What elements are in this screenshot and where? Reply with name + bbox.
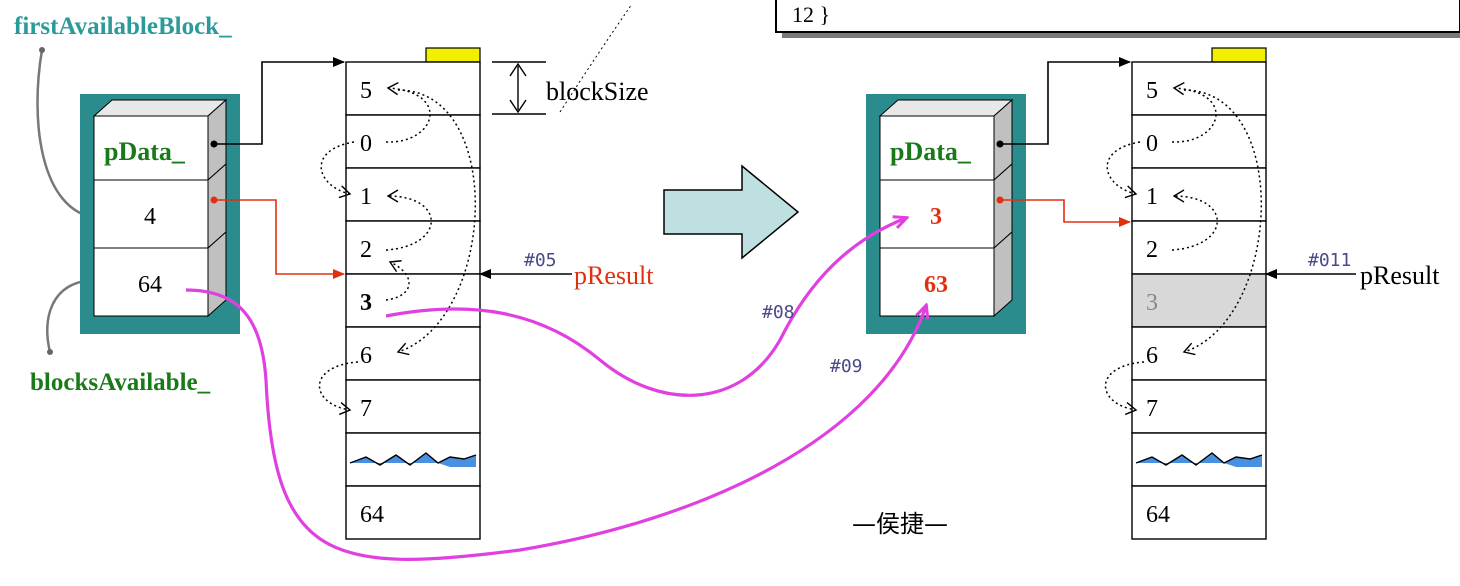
left-block-5 [345,326,481,381]
magenta-arrow-block3-to-first [385,218,906,397]
left-presult-label: pResult [574,261,654,290]
left-block-label-1: 0 [360,131,372,157]
right-block-label-4: 3 [1146,290,1158,316]
left-blocks-available-value: 64 [138,272,162,298]
left-link-0 [385,82,431,143]
left-link-3 [318,361,359,416]
left-block-label-0: 5 [360,78,372,104]
right-block-4 [1131,273,1267,328]
code-leader-line [559,3,633,113]
right-link-0 [1171,82,1217,143]
right-data-sample-line [1135,452,1263,466]
right-link-3 [1104,361,1145,416]
right-link-1 [1106,141,1141,199]
left-link-1 [320,141,355,199]
left-block-label-5: 6 [360,343,372,369]
step-09-label: #09 [830,356,863,377]
transition-arrow [663,164,800,260]
right-chunk-struct [866,94,1026,334]
first-available-leader [36,47,97,220]
right-pdata-label: pData_ [890,137,972,166]
right-block-8 [1131,485,1267,540]
magenta-arrow-count-to-available [185,288,926,561]
left-pdata-label: pData_ [104,137,186,166]
right-block-label-1: 0 [1146,131,1158,157]
right-block-label-6: 7 [1146,396,1158,422]
left-block-0 [345,61,481,116]
right-block-label-0: 5 [1146,78,1158,104]
left-block-column: 5 0 1 2 3 6 7 64 [345,47,481,540]
right-block-column: 5 0 1 2 3 6 7 64 [1131,47,1267,540]
left-yellow-tab [425,47,481,63]
right-step-011-label: #011 [1308,250,1351,271]
right-free-list-links [1104,82,1262,416]
left-block-label-4: 3 [360,290,372,316]
right-block-label-8: 64 [1146,502,1170,528]
step-08-label: #08 [762,302,795,323]
right-blocks-available-value: 63 [924,272,948,298]
right-block-label-3: 2 [1146,237,1158,263]
left-block-label-2: 1 [360,184,372,210]
right-block-0 [1131,61,1267,116]
left-first-available-value: 4 [144,204,156,230]
left-block-1 [345,114,481,169]
left-block-4 [345,273,481,328]
right-block-1 [1131,114,1267,169]
right-block-3 [1131,220,1267,275]
left-free-list-links [318,82,476,416]
right-link-4 [1182,89,1262,356]
first-available-block-label: firstAvailableBlock_ [14,13,232,40]
block-size-label: blockSize [546,77,649,106]
code-box: 12 } [775,0,1460,38]
left-first-available-pointer [214,199,345,279]
left-pdata-pointer [214,57,345,145]
right-first-available-pointer [1000,199,1131,227]
left-block-8 [345,485,481,540]
right-presult-label: pResult [1360,261,1440,290]
left-block-label-3: 2 [360,237,372,263]
right-yellow-tab [1211,47,1267,63]
author-label: —侯捷— [852,510,948,538]
right-first-available-value: 3 [930,204,942,230]
right-block-label-2: 1 [1146,184,1158,210]
right-block-label-5: 6 [1146,343,1158,369]
right-link-2 [1171,189,1218,251]
left-link-5 [385,260,410,301]
left-block-label-6: 7 [360,396,372,422]
right-pdata-pointer [1000,57,1131,145]
right-block-5 [1131,326,1267,381]
block-size-dimension [492,61,546,115]
code-line-text: 12 } [792,2,830,27]
left-chunk-struct [80,94,240,334]
left-data-sample-line [349,452,477,466]
left-block-label-8: 64 [360,502,384,528]
left-link-4 [396,89,476,356]
left-link-2 [385,189,432,251]
blocks-available-label: blocksAvailable_ [30,369,211,396]
left-step-05-label: #05 [524,250,557,271]
